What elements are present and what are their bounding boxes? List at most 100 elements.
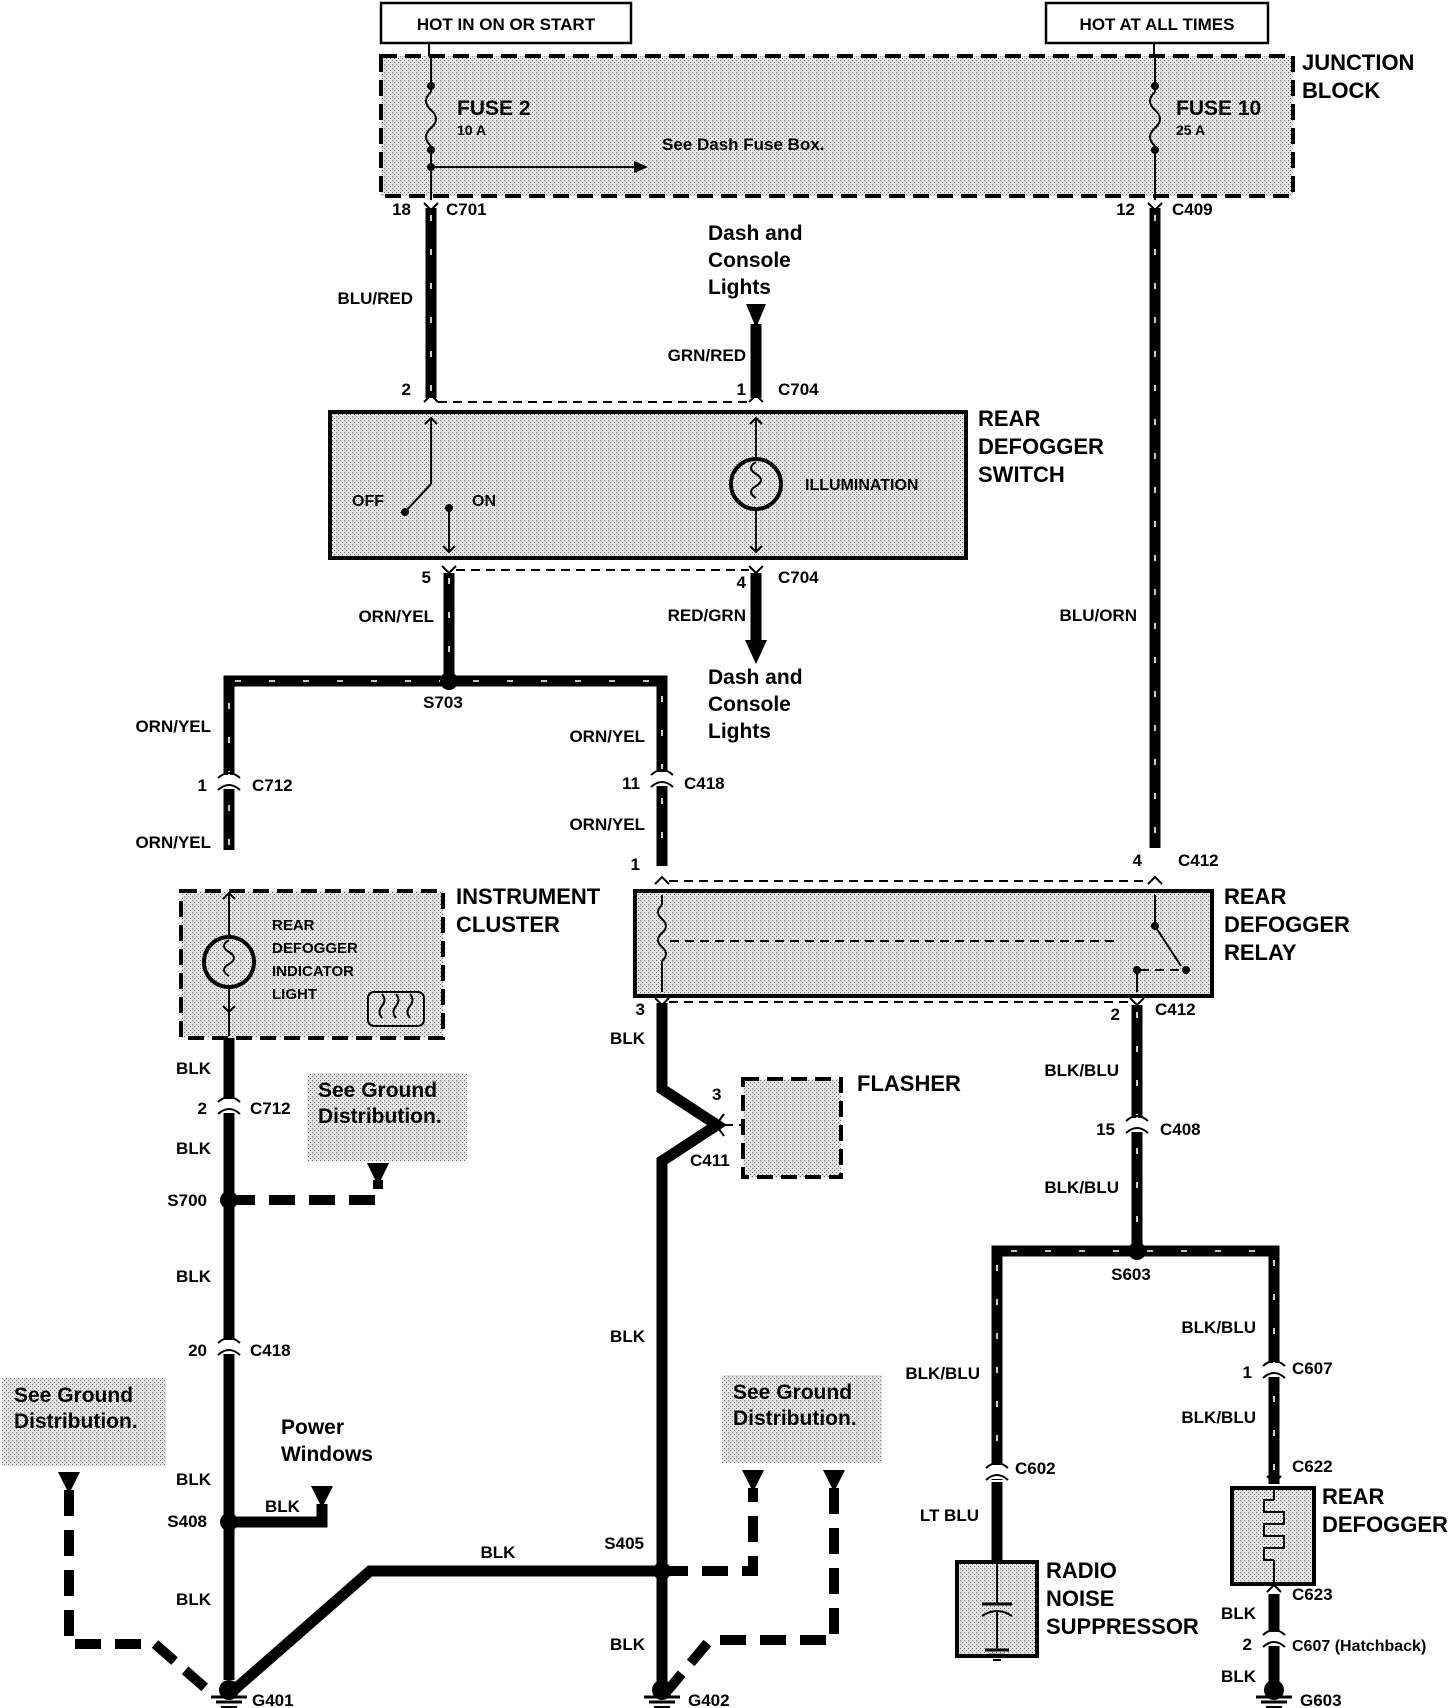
connector-c602-symbol <box>985 1462 1009 1481</box>
svg-text:LIGHT: LIGHT <box>272 986 317 1003</box>
connector-c409: C409 <box>1172 200 1213 219</box>
radio-noise-suppressor-title: RADIO <box>1046 1558 1117 1583</box>
see-ground-distribution-2 <box>2 1378 166 1466</box>
svg-text:BLU/ORN: BLU/ORN <box>1060 606 1137 625</box>
svg-text:4: 4 <box>1133 851 1143 870</box>
see-ground-distribution-3 <box>722 1375 882 1463</box>
svg-text:See Ground: See Ground <box>318 1079 437 1102</box>
rear-defogger-switch <box>328 410 968 560</box>
svg-text:25 A: 25 A <box>1176 122 1205 138</box>
ground-g401-icon <box>211 1680 247 1708</box>
fuse-2 <box>425 58 437 200</box>
splice-s603 <box>1128 1242 1146 1260</box>
connector-c704-bottom: C704 <box>778 568 819 587</box>
dash-console-lights-bottom: Dash and <box>708 666 803 689</box>
svg-text:DEFOGGER: DEFOGGER <box>1224 912 1350 937</box>
see-dash-fuse-box: See Dash Fuse Box. <box>662 135 825 154</box>
svg-text:DEFOGGER: DEFOGGER <box>1322 1512 1448 1537</box>
ground-g603-icon <box>1256 1680 1292 1708</box>
svg-text:1: 1 <box>198 776 207 795</box>
svg-text:RELAY: RELAY <box>1224 940 1297 965</box>
flasher <box>741 1077 843 1179</box>
svg-text:2: 2 <box>402 380 411 399</box>
svg-text:S405: S405 <box>604 1534 644 1553</box>
svg-text:10 A: 10 A <box>457 122 486 138</box>
instrument-cluster-title: INSTRUMENT <box>456 884 601 909</box>
svg-text:11: 11 <box>622 774 640 793</box>
connector-c623: C623 <box>1292 1585 1333 1604</box>
svg-text:BLK: BLK <box>176 1059 212 1078</box>
indicator-label: REAR <box>272 917 315 934</box>
connector-c622: C622 <box>1292 1457 1333 1476</box>
connector-c607-top: C607 <box>1292 1359 1333 1378</box>
wire-blk-blu-bus <box>991 1245 1280 1484</box>
rear-defogger-relay-title: REAR <box>1224 884 1286 909</box>
svg-text:SUPPRESSOR: SUPPRESSOR <box>1046 1614 1199 1639</box>
svg-text:BLK/BLU: BLK/BLU <box>1181 1408 1256 1427</box>
svg-text:ORN/YEL: ORN/YEL <box>358 607 434 626</box>
connector-c607-bottom-symbol <box>1262 1629 1286 1648</box>
svg-text:ORN/YEL: ORN/YEL <box>135 717 211 736</box>
switch-off-label: OFF <box>352 493 384 510</box>
svg-text:3: 3 <box>636 1000 645 1019</box>
connector-c418-bottom-symbol <box>217 1337 241 1356</box>
connector-c602: C602 <box>1015 1459 1056 1478</box>
connector-c418-top: C418 <box>684 774 725 793</box>
svg-text:BLK: BLK <box>1221 1604 1257 1623</box>
svg-text:Lights: Lights <box>708 720 771 743</box>
svg-text:HOT AT ALL TIMES: HOT AT ALL TIMES <box>1080 15 1235 34</box>
connector-c607-top-symbol <box>1262 1360 1286 1379</box>
connector-c704-top: C704 <box>778 380 819 399</box>
svg-text:S700: S700 <box>167 1191 207 1210</box>
svg-text:BLK: BLK <box>176 1590 212 1609</box>
splice-s405 <box>653 1562 671 1580</box>
svg-text:BLK: BLK <box>176 1139 212 1158</box>
svg-text:18: 18 <box>392 200 411 219</box>
relay-internals <box>657 895 1190 992</box>
ground-g401: G401 <box>252 1691 294 1708</box>
ground-g402-icon <box>644 1680 680 1708</box>
splice-s408 <box>220 1513 238 1531</box>
svg-text:15: 15 <box>1096 1120 1115 1139</box>
svg-text:12: 12 <box>1116 200 1135 219</box>
svg-text:RED/GRN: RED/GRN <box>668 606 746 625</box>
hot-in-on-label: HOT IN ON OR START <box>379 1 633 45</box>
svg-text:S408: S408 <box>167 1512 207 1531</box>
defogger-element-icon <box>1263 1490 1285 1582</box>
svg-text:Windows: Windows <box>281 1443 373 1466</box>
svg-text:BLK: BLK <box>1221 1667 1257 1686</box>
svg-text:BLK: BLK <box>176 1470 212 1489</box>
svg-text:Distribution.: Distribution. <box>733 1407 857 1430</box>
svg-text:Lights: Lights <box>708 276 771 299</box>
svg-text:SWITCH: SWITCH <box>978 462 1065 487</box>
svg-text:2: 2 <box>1111 1005 1120 1024</box>
svg-text:BLOCK: BLOCK <box>1302 78 1380 103</box>
svg-text:1: 1 <box>1243 1363 1252 1382</box>
see-ground-distribution-1 <box>307 1073 467 1161</box>
svg-text:BLK: BLK <box>481 1543 517 1562</box>
svg-text:BLK/BLU: BLK/BLU <box>1181 1318 1256 1337</box>
svg-text:Distribution.: Distribution. <box>318 1105 442 1128</box>
svg-text:BLK/BLU: BLK/BLU <box>1044 1061 1119 1080</box>
svg-text:GRN/RED: GRN/RED <box>668 346 746 365</box>
svg-text:5: 5 <box>422 568 431 587</box>
connector-c412-bottom: C412 <box>1155 1000 1196 1019</box>
svg-text:2: 2 <box>198 1099 207 1118</box>
svg-text:Distribution.: Distribution. <box>14 1410 138 1433</box>
ground-g402: G402 <box>688 1691 730 1708</box>
connector-c408: C408 <box>1160 1120 1201 1139</box>
svg-text:3: 3 <box>712 1085 721 1104</box>
connector-c418-top-symbol <box>650 769 674 788</box>
connector-c701: C701 <box>446 200 487 219</box>
svg-text:BLK: BLK <box>265 1497 301 1516</box>
connector-c408-symbol <box>1125 1115 1149 1134</box>
junction-block-title: JUNCTION <box>1302 50 1414 75</box>
svg-text:2: 2 <box>1243 1635 1252 1654</box>
splice-s703 <box>440 672 458 690</box>
rear-defogger-relay <box>633 889 1214 998</box>
svg-text:ORN/YEL: ORN/YEL <box>569 815 645 834</box>
fuse-10 <box>1149 58 1161 200</box>
svg-text:FUSE 2: FUSE 2 <box>457 97 531 120</box>
dash-console-lights-top: Dash and <box>708 222 803 245</box>
svg-text:BLK: BLK <box>610 1327 646 1346</box>
